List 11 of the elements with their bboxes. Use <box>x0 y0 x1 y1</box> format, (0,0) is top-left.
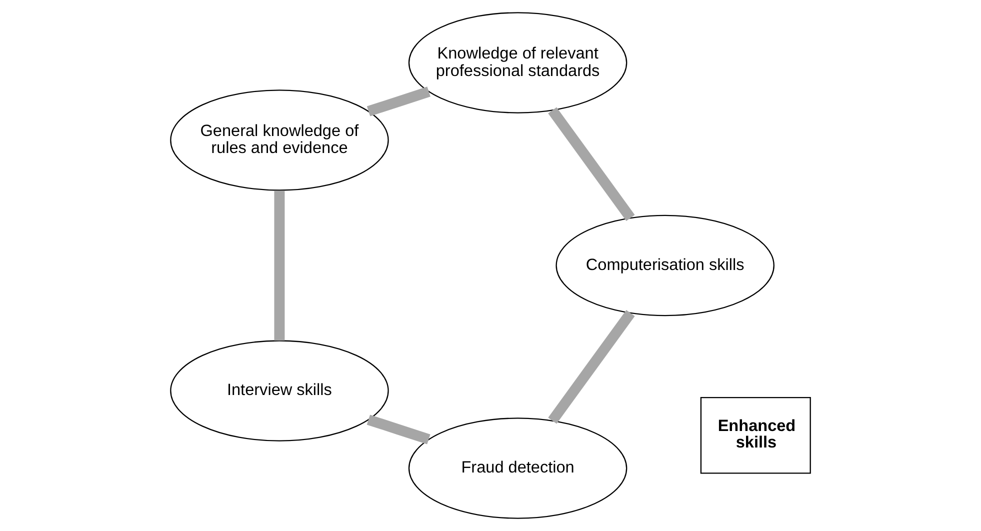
node-box: Enhanced skills <box>700 397 811 474</box>
node-ellipse: Fraud detection <box>408 418 628 519</box>
node-ellipse: Knowledge of relevant professional standards <box>408 12 628 114</box>
connector <box>548 310 635 424</box>
connector <box>548 107 635 221</box>
connector <box>366 414 430 444</box>
connector <box>366 86 430 116</box>
connector <box>274 190 285 341</box>
node-ellipse: Interview skills <box>170 340 389 442</box>
node-ellipse: Computerisation skills <box>556 214 774 316</box>
node-ellipse: General knowledge of rules and evidence <box>170 90 389 191</box>
